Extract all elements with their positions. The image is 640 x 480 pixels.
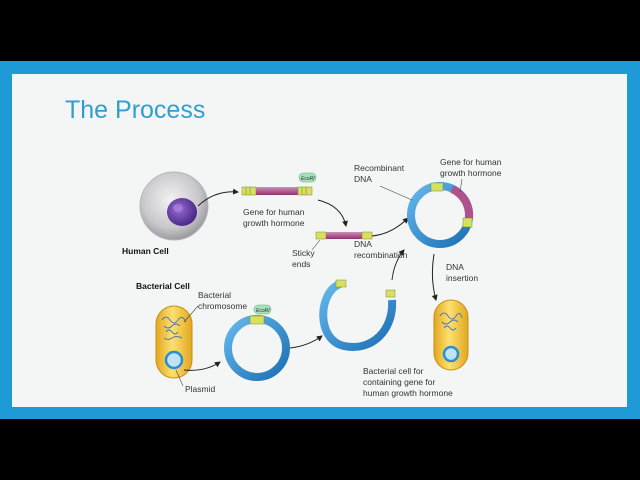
sticky-leader xyxy=(311,239,321,251)
enzyme-badge-top: EcoRI xyxy=(298,172,317,183)
human-cell-label: Human Cell xyxy=(122,246,169,256)
dna-insertion-label-line1: DNA xyxy=(446,262,464,272)
result-label-line1: Bacterial cell for xyxy=(363,366,424,376)
open-arrow xyxy=(289,335,323,349)
plasmid-leader xyxy=(175,369,184,387)
recombinant-label-line2: DNA xyxy=(354,174,372,184)
bacterial-cell-label: Bacterial Cell xyxy=(136,281,190,291)
isolate-arrow xyxy=(183,361,221,371)
opened-plasmid-icon xyxy=(319,279,397,351)
gene-label-line2: growth hormone xyxy=(243,218,305,228)
cut-gene-icon xyxy=(315,231,373,240)
recombinant-label-line1: Recombinant xyxy=(354,163,405,173)
bacterial-chromosome-label-line2: chromosome xyxy=(198,301,247,311)
recombinant-plasmid-icon xyxy=(407,182,474,248)
ligation-arrow xyxy=(391,249,405,281)
result-label-line2: containing gene for xyxy=(363,377,435,387)
gene-top-leader xyxy=(459,178,463,193)
slide-title: The Process xyxy=(65,96,206,124)
chromosome-leader xyxy=(183,305,199,323)
plasmid-label: Plasmid xyxy=(185,384,216,394)
gene-top-label-line1: Gene for human xyxy=(440,157,502,167)
recombinant-leader xyxy=(379,185,413,201)
dna-recombination-label-line2: recombination xyxy=(354,250,408,260)
dna-recombination-label-line1: DNA xyxy=(354,239,372,249)
isolated-plasmid-icon xyxy=(224,315,290,381)
gene-fragment-icon xyxy=(241,186,313,196)
sticky-ends-label-line1: Sticky xyxy=(292,248,315,258)
recombine-arrow xyxy=(371,217,409,237)
extract-arrow xyxy=(197,188,239,207)
svg-text:EcoRI: EcoRI xyxy=(301,176,315,182)
result-bacterium-icon xyxy=(433,299,469,371)
svg-text:EcoRI: EcoRI xyxy=(256,308,270,314)
bacterial-chromosome-label-line1: Bacterial xyxy=(198,290,231,300)
cut-arrow xyxy=(317,199,348,227)
gene-label-line1: Gene for human xyxy=(243,207,305,217)
gene-top-label-line2: growth hormone xyxy=(440,168,502,178)
sticky-ends-label-line2: ends xyxy=(292,259,310,269)
bacterial-cell-icon xyxy=(155,305,193,379)
dna-insertion-label-line2: insertion xyxy=(446,273,478,283)
result-label-line3: human growth hormone xyxy=(363,388,453,398)
enzyme-badge-bottom: EcoRI xyxy=(253,304,272,315)
human-cell-icon xyxy=(139,171,209,241)
insertion-arrow xyxy=(431,253,438,301)
